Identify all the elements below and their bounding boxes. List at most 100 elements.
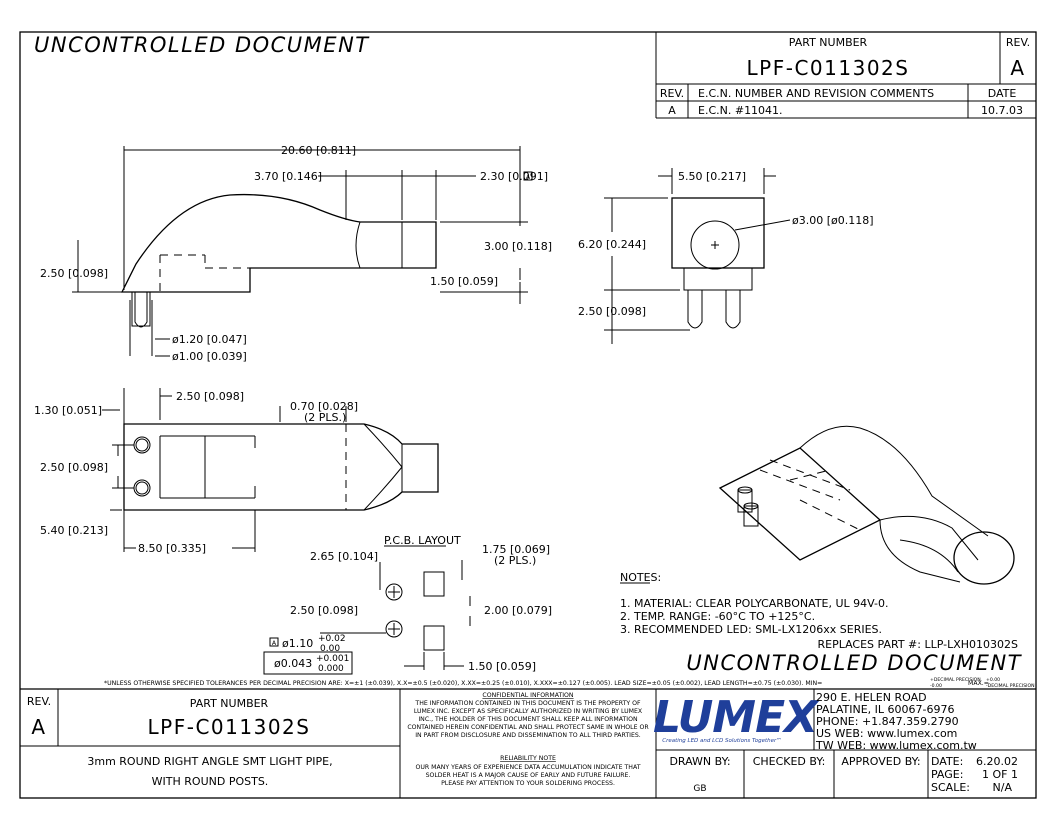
dim-tip-length: 3.70 [0.146] [254,170,322,183]
scale-value: N/A [993,781,1013,794]
confidential-title: CONFIDENTIAL INFORMATION [482,692,574,699]
pcb-hole-tol-in-minus: 0.000 [318,664,344,674]
reliability-title: RELIABILITY NOTE [500,755,556,762]
address-line-4: US WEB: www.lumex.com [816,727,957,740]
scale-label: SCALE: [931,781,970,794]
tb-rev: A [31,715,46,739]
replaces-part: REPLACES PART #: LLP-LXH010302S [817,638,1018,651]
confidential-line-1: THE INFORMATION CONTAINED IN THIS DOCUME… [414,700,641,707]
dim-pcb-pad-count: (2 PLS.) [494,554,536,567]
dim-post-spacing: 2.50 [0.098] [40,461,108,474]
tolerance-min-plus: +DECIMAL PRECISION [930,677,981,683]
header-part-number: LPF-C011302S [747,56,910,80]
checked-by-label: CHECKED BY: [753,755,826,768]
pcb-hole-tol-mm-plus: +0.02 [318,634,346,644]
top-view: 2.50 [0.098] 1.30 [0.051] 0.70 [0.028] (… [34,388,439,555]
tolerance-max-plus: +0.00 [986,677,1000,683]
address-line-2: PALATINE, IL 60067-6976 [816,703,954,716]
dim-left-height: 2.50 [0.098] [40,267,108,280]
dim-end-width: 5.50 [0.217] [678,170,746,183]
pcb-layout: P.C.B. LAYOUT 2.65 [0.104] 1.75 [0.069] … [263,534,552,675]
page-label: PAGE: [931,768,963,781]
rev-table-header-date: DATE [988,87,1017,100]
pcb-hole-dia-mm: ø1.10 [282,637,313,650]
lumex-tagline: Creating LED and LCD Solutions Together™ [662,737,782,744]
rev-table-row-comment: E.C.N. #11041. [698,104,783,117]
isometric-view [718,425,1015,585]
header-part-box: PART NUMBER REV. LPF-C011302S A REV. E.C… [655,32,1036,119]
rev-table-row-date: 10.7.03 [981,104,1023,117]
tb-part-number-label: PART NUMBER [190,697,269,710]
dim-post-offset: 1.30 [0.051] [34,404,102,417]
dim-body-length: 8.50 [0.335] [138,542,206,555]
header-part-number-label: PART NUMBER [789,36,868,49]
reliability-line-1: OUR MANY YEARS OF EXPERIENCE DATA ACCUMU… [416,764,641,771]
confidential-line-3: INC., THE HOLDER OF THIS DOCUMENT SHALL … [418,716,638,723]
dim-pcb-hole-spacing: 2.50 [0.098] [290,604,358,617]
confidential-line-4: CONTAINED HEREIN CONFIDENTIAL AND SHALL … [407,724,649,731]
rev-table-row-rev: A [668,104,676,117]
note-1: 1. MATERIAL: CLEAR POLYCARBONATE, UL 94V… [620,597,889,610]
date-value: 6.20.02 [976,755,1018,768]
dim-pcb-pad-width: 1.75 [0.069] [482,543,550,556]
tb-description-2: WITH ROUND POSTS. [152,775,269,788]
page-value: 1 OF 1 [982,768,1018,781]
tolerance-max: MAX.= [968,680,989,687]
sheet-border [19,31,1037,799]
confidential-line-2: LUMEX INC. EXCEPT AS SPECIFICALLY AUTHOR… [414,708,643,715]
dim-pcb-hole-offset: 2.65 [0.104] [310,550,378,563]
rev-table-header-comments: E.C.N. NUMBER AND REVISION COMMENTS [698,87,934,100]
dim-base-height: 1.50 [0.059] [430,275,498,288]
watermark-bottom: UNCONTROLLED DOCUMENT [686,651,1022,675]
tolerance-min-minus: -0.00 [930,683,942,689]
pcb-hole-dia-in: ø0.043 [274,657,312,670]
watermark-top: UNCONTROLLED DOCUMENT [34,33,370,57]
title-block: REV. A PART NUMBER LPF-C011302S 3mm ROUN… [20,688,1036,798]
drawn-by-value: GB [693,784,706,794]
dim-end-post-length: 2.50 [0.098] [578,305,646,318]
pcb-datum-a: A [272,640,277,647]
approved-by-label: APPROVED BY: [841,755,920,768]
tolerance-max-minus: -DECIMAL PRECISION [986,683,1035,689]
confidential-line-5: IN PART FROM DISCLOSURE AND DISSEMINATIO… [415,732,641,739]
reliability-line-3: PLEASE PAY ATTENTION TO YOUR SOLDERING P… [441,780,615,787]
dim-overall-length: 20.60 [0.811] [281,144,356,157]
dim-end-height: 6.20 [0.244] [578,238,646,251]
header-rev: A [1010,56,1025,80]
address-line-3: PHONE: +1.847.359.2790 [816,715,959,728]
dim-slot-width: 0.70 [0.028] [290,400,358,413]
dim-hole-dia: ø3.00 [ø0.118] [792,214,874,227]
pcb-hole-tol-in-plus: +0.001 [316,654,349,664]
side-datum-a: A [526,174,531,181]
dim-tip-width: 2.30 [0.091] [480,170,548,183]
tb-description-1: 3mm ROUND RIGHT ANGLE SMT LIGHT PIPE, [87,755,332,768]
dim-pcb-pad-spacing: 2.00 [0.079] [484,604,552,617]
dim-slot-count: (2 PLS.) [304,411,346,424]
dim-body-width: 5.40 [0.213] [40,524,108,537]
notes-title: NOTES: [620,571,661,584]
pcb-title: P.C.B. LAYOUT [384,534,461,547]
lumex-logo: LUMEX [653,692,820,743]
dim-edge-to-post: 2.50 [0.098] [176,390,244,403]
tolerance-line: *UNLESS OTHERWISE SPECIFIED TOLERANCES P… [104,680,822,687]
pcb-hole-tol-mm-minus: 0.00 [320,644,340,654]
dim-post-dia-2: ø1.00 [0.039] [172,350,247,363]
drawn-by-label: DRAWN BY: [669,755,730,768]
dim-pcb-pad-gap: 1.50 [0.059] [468,660,536,673]
rev-table-header-rev: REV. [660,87,684,100]
end-view: 5.50 [0.217] 6.20 [0.244] 2.50 [0.098] ø… [578,168,874,344]
note-3: 3. RECOMMENDED LED: SML-LX1206xx SERIES. [620,623,882,636]
dim-post-dia-1: ø1.20 [0.047] [172,333,247,346]
reliability-line-2: SOLDER HEAT IS A MAJOR CAUSE OF EARLY AN… [426,772,631,779]
address-line-1: 290 E. HELEN ROAD [816,691,927,704]
dim-height-total: 3.00 [0.118] [484,240,552,253]
header-rev-label: REV. [1006,36,1030,49]
note-2: 2. TEMP. RANGE: -60°C TO +125°C. [620,610,815,623]
date-label: DATE: [931,755,963,768]
tb-part-number: LPF-C011302S [148,715,311,739]
tb-rev-label: REV. [27,695,51,708]
notes: NOTES: 1. MATERIAL: CLEAR POLYCARBONATE,… [620,571,1022,675]
side-view: 20.60 [0.811] 3.70 [0.146] 2.30 [0.091] … [40,144,552,363]
address-line-5: TW WEB: www.lumex.com.tw [815,739,977,752]
